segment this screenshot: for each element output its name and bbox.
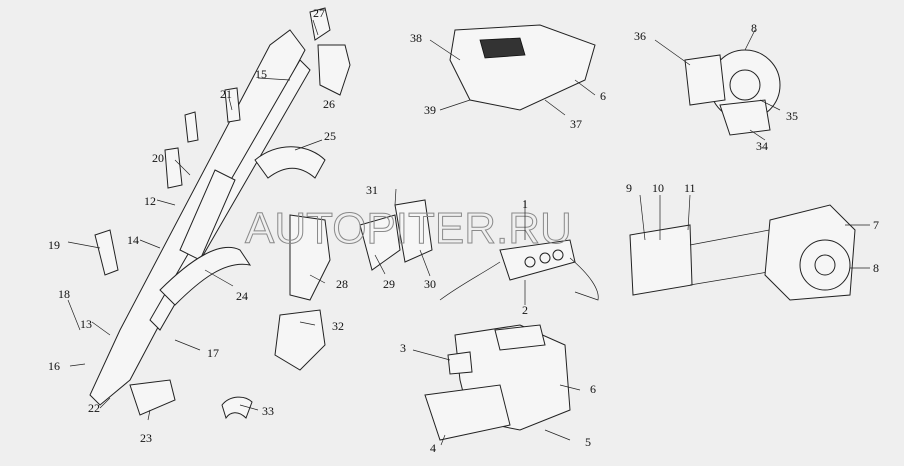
callout-38: 38 [410, 31, 422, 45]
callout-27: 27 [313, 6, 325, 20]
callout-18: 18 [58, 287, 70, 301]
callout-33: 33 [262, 404, 274, 418]
callout-3: 3 [400, 341, 406, 355]
callout-24: 24 [236, 289, 248, 303]
callout-28: 28 [336, 277, 348, 291]
watermark: AUTOPITER.RU [245, 204, 572, 253]
callout-5: 5 [585, 435, 591, 449]
blower-motor-top [684, 49, 781, 136]
blower-right [629, 204, 856, 301]
callout-25: 25 [324, 129, 336, 143]
callout-23: 23 [140, 431, 152, 445]
callout-26: 26 [323, 97, 335, 111]
callout-10: 10 [652, 181, 664, 195]
callout-19: 19 [48, 238, 60, 252]
callout-29: 29 [383, 277, 395, 291]
blower-top [449, 24, 596, 111]
callout-labels: 27 26 15 21 25 20 12 19 14 18 13 16 17 2… [48, 6, 879, 455]
callout-6: 6 [590, 382, 596, 396]
callout-1: 1 [522, 197, 528, 211]
heater-box [424, 324, 571, 441]
duct-parts [94, 7, 351, 420]
callout-2: 2 [522, 303, 528, 317]
callout-12: 12 [144, 194, 156, 208]
callout-22: 22 [88, 401, 100, 415]
callout-16: 16 [48, 359, 60, 373]
callout-8-top: 8 [751, 21, 757, 35]
control-unit [359, 199, 599, 301]
callout-17: 17 [207, 346, 219, 360]
callout-39: 39 [424, 103, 436, 117]
instrument-panel-duct [89, 29, 326, 406]
leader-lines [67, 19, 870, 446]
callout-36: 36 [634, 29, 646, 43]
callout-14: 14 [127, 233, 139, 247]
callout-35: 35 [786, 109, 798, 123]
callout-32: 32 [332, 319, 344, 333]
callout-13: 13 [80, 317, 92, 331]
callout-4: 4 [430, 441, 436, 455]
callout-34: 34 [756, 139, 768, 153]
callout-30: 30 [424, 277, 436, 291]
callout-9: 9 [626, 181, 632, 195]
callout-11: 11 [684, 181, 696, 195]
callout-7: 7 [873, 218, 879, 232]
callout-8: 8 [873, 261, 879, 275]
callout-6-top: 6 [600, 89, 606, 103]
callout-20: 20 [152, 151, 164, 165]
callout-37: 37 [570, 117, 582, 131]
callout-31: 31 [366, 183, 378, 197]
callout-15: 15 [255, 67, 267, 81]
callout-21: 21 [220, 87, 232, 101]
